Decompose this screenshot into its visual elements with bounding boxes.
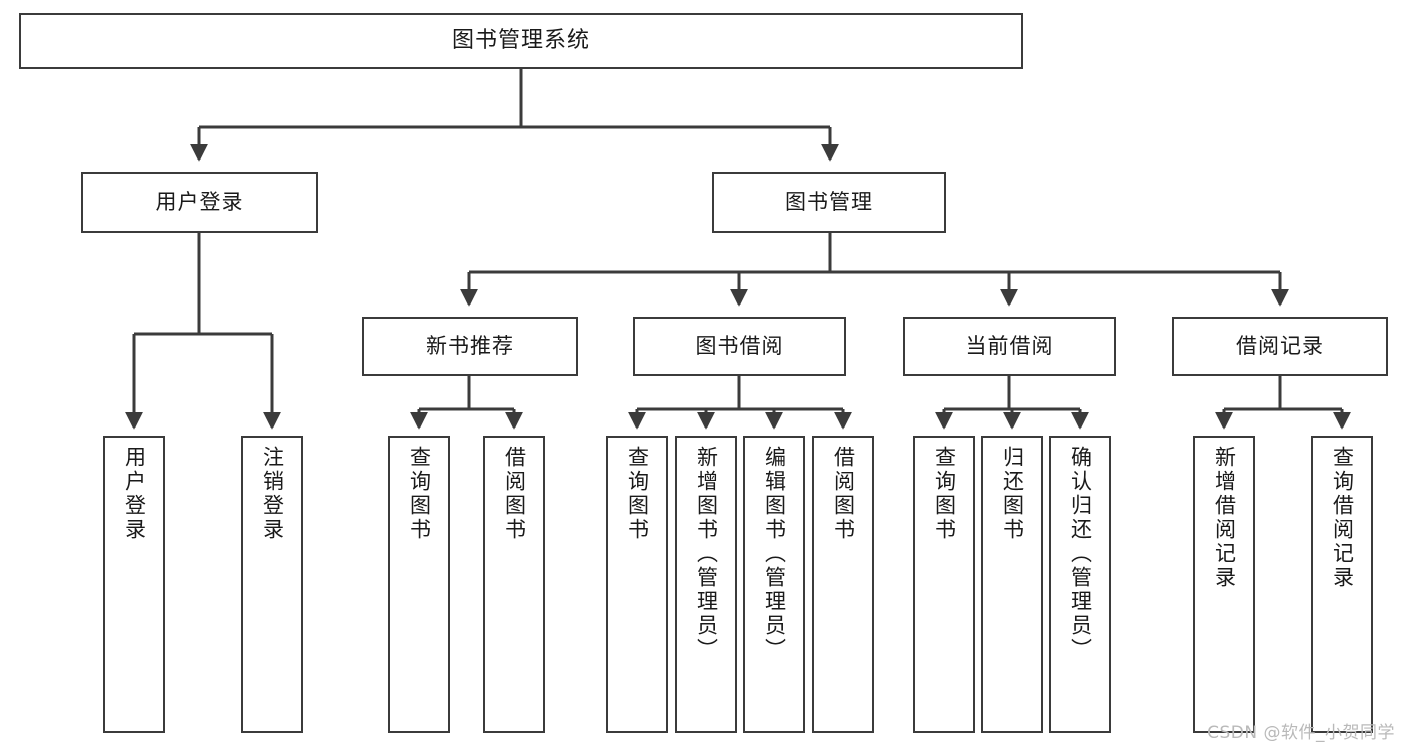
node-label: 确认归还（管理员） xyxy=(1068,446,1093,662)
node-label: 归还图书 xyxy=(1000,446,1025,542)
node-label: 新书推荐 xyxy=(426,333,514,358)
node-label: 借阅图书 xyxy=(502,446,527,542)
leaf-user-login[interactable]: 用户登录 xyxy=(103,436,165,733)
node-label: 查询图书 xyxy=(932,446,957,542)
leaf-add-borrow-record[interactable]: 新增借阅记录 xyxy=(1193,436,1255,733)
node-label: 查询图书 xyxy=(625,446,650,542)
node-label: 编辑图书（管理员） xyxy=(762,446,787,662)
leaf-borrow-book-recommend[interactable]: 借阅图书 xyxy=(483,436,545,733)
leaf-add-book[interactable]: 新增图书（管理员） xyxy=(675,436,737,733)
node-label: 图书管理 xyxy=(785,189,873,214)
node-label: 当前借阅 xyxy=(965,333,1054,358)
leaf-query-book-borrow[interactable]: 查询图书 xyxy=(606,436,668,733)
leaf-logout[interactable]: 注销登录 xyxy=(241,436,303,733)
node-book-borrow[interactable]: 图书借阅 xyxy=(633,317,846,376)
node-label: 新增借阅记录 xyxy=(1212,446,1237,590)
node-current-borrow[interactable]: 当前借阅 xyxy=(903,317,1116,376)
node-book-manage[interactable]: 图书管理 xyxy=(712,172,946,233)
leaf-borrow-book[interactable]: 借阅图书 xyxy=(812,436,874,733)
node-label: 用户登录 xyxy=(155,189,244,214)
node-label: 借阅记录 xyxy=(1236,333,1324,358)
node-label: 注销登录 xyxy=(260,446,285,542)
node-borrow-record[interactable]: 借阅记录 xyxy=(1172,317,1388,376)
node-label: 图书借阅 xyxy=(695,333,784,358)
node-new-book-recommend[interactable]: 新书推荐 xyxy=(362,317,578,376)
node-label: 查询借阅记录 xyxy=(1330,446,1355,590)
leaf-query-book-recommend[interactable]: 查询图书 xyxy=(388,436,450,733)
node-label: 新增图书（管理员） xyxy=(694,446,719,662)
leaf-query-book-current[interactable]: 查询图书 xyxy=(913,436,975,733)
csdn-watermark: CSDN @软件_小贺同学 xyxy=(1207,723,1395,743)
node-label: 查询图书 xyxy=(407,446,432,542)
leaf-query-borrow-record[interactable]: 查询借阅记录 xyxy=(1311,436,1373,733)
leaf-return-book[interactable]: 归还图书 xyxy=(981,436,1043,733)
node-label: 借阅图书 xyxy=(831,446,856,542)
leaf-confirm-return[interactable]: 确认归还（管理员） xyxy=(1049,436,1111,733)
node-label: 用户登录 xyxy=(122,446,147,542)
node-user-login[interactable]: 用户登录 xyxy=(81,172,318,233)
node-root-system[interactable]: 图书管理系统 xyxy=(19,13,1023,69)
leaf-edit-book[interactable]: 编辑图书（管理员） xyxy=(743,436,805,733)
node-label: 图书管理系统 xyxy=(451,27,590,53)
